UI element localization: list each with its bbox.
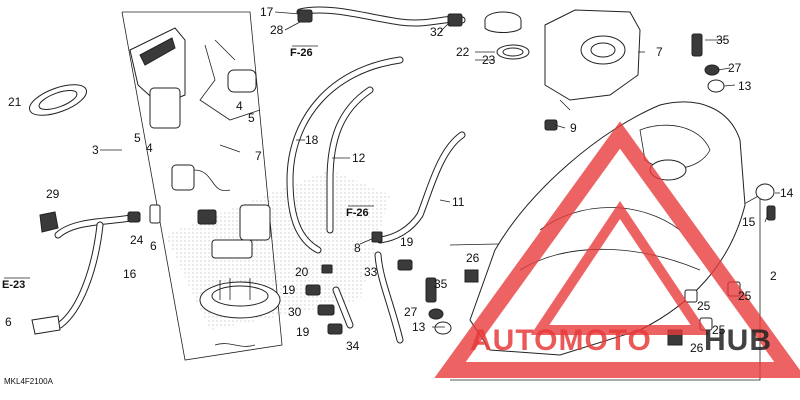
part-label-21: 21 — [8, 95, 22, 109]
fuel-pump-base-part — [197, 204, 281, 347]
part-label-13b: 13 — [412, 320, 426, 334]
part-label-30: 30 — [288, 305, 302, 319]
part-label-32: 32 — [430, 25, 444, 39]
part-label-12: 12 — [352, 151, 366, 165]
tank-cover-part — [544, 9, 641, 131]
part-label-3: 3 — [92, 143, 99, 157]
part-label-19a: 19 — [282, 283, 296, 297]
part-label-29: 29 — [46, 187, 60, 201]
hose-part-16 — [31, 204, 161, 335]
part-label-16: 16 — [123, 267, 137, 281]
part-label-35b: 35 — [434, 277, 448, 291]
part-label-18: 18 — [305, 133, 319, 147]
hose-part-34 — [332, 286, 354, 329]
hose-part-11 — [376, 131, 466, 244]
pump-filter-part — [171, 164, 231, 192]
hose-part-17 — [296, 6, 466, 27]
watermark-suffix: HUB — [704, 324, 772, 357]
ref-e23: E-23 — [2, 279, 25, 291]
part-label-25b: 25 — [697, 299, 711, 313]
hose-part-33 — [374, 251, 404, 344]
part-label-7: 7 — [255, 149, 262, 163]
part-label-24: 24 — [130, 233, 144, 247]
part-label-17: 17 — [260, 5, 274, 19]
part-label-20: 20 — [295, 265, 309, 279]
pump-ring-part — [29, 84, 87, 116]
clamp-parts — [305, 231, 413, 335]
part-label-13a: 13 — [738, 79, 752, 93]
part-label-28: 28 — [270, 23, 284, 37]
part-label-34: 34 — [346, 339, 360, 353]
ref-f26-top: F-26 — [290, 47, 313, 59]
hose-part-18 — [286, 56, 404, 254]
part-label-14: 14 — [780, 186, 794, 200]
diagram-code: MKL4F2100A — [4, 377, 54, 386]
part-label-6a: 6 — [150, 239, 157, 253]
part-label-9: 9 — [570, 121, 577, 135]
leader-lines — [100, 11, 780, 328]
part-label-25a: 25 — [738, 289, 752, 303]
part-label-6b: 6 — [5, 315, 12, 329]
part-label-4a: 4 — [236, 99, 243, 113]
part-label-27a: 27 — [728, 61, 742, 75]
part-label-23: 23 — [482, 53, 496, 67]
pump-group-outline — [121, 11, 283, 361]
watermark-logo — [434, 121, 800, 378]
part-label-27b: 27 — [404, 305, 418, 319]
part-label-25c: 25 — [712, 323, 726, 337]
part-label-19b: 19 — [296, 325, 310, 339]
part-label-35a: 35 — [716, 33, 730, 47]
part-label-10: 7 — [656, 45, 663, 59]
watermark-prefix: AUTOMOTO — [470, 324, 652, 357]
hose-part-12 — [326, 86, 374, 234]
part-label-26a: 26 — [466, 251, 480, 265]
part-label-22: 22 — [456, 45, 470, 59]
part-label-26b: 26 — [690, 341, 704, 355]
part-label-19c: 19 — [400, 235, 414, 249]
part-label-5b: 5 — [134, 131, 141, 145]
pump-bracket-part — [129, 27, 261, 129]
part-label-8: 8 — [354, 241, 361, 255]
part-label-4b: 4 — [146, 141, 153, 155]
part-label-5a: 5 — [248, 111, 255, 125]
ref-f26-mid: F-26 — [346, 207, 369, 219]
part-label-15: 15 — [742, 215, 756, 229]
part-label-33: 33 — [364, 265, 378, 279]
part-label-11: 11 — [452, 195, 465, 209]
fuel-cap-part — [484, 11, 530, 60]
part-label-2: 2 — [770, 269, 777, 283]
